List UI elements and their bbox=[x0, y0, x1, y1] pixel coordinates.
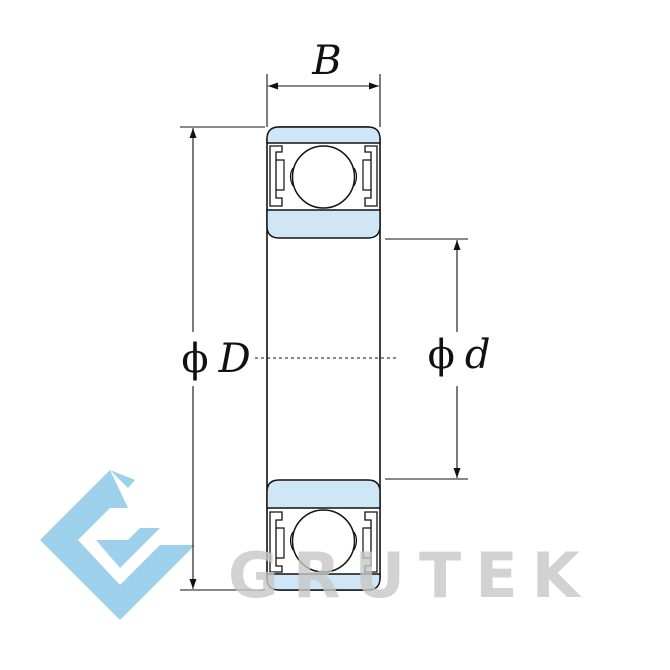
bottom-ball bbox=[291, 509, 356, 573]
inner-diameter-symbol: d bbox=[465, 332, 491, 378]
width-label: B bbox=[311, 38, 341, 84]
dimension-width bbox=[266, 74, 381, 127]
phi-symbol: ϕ bbox=[181, 336, 208, 382]
dimension-outer-diameter bbox=[180, 126, 265, 591]
grutek-watermark-text: GRUTEK bbox=[228, 539, 594, 612]
top-ball bbox=[291, 145, 356, 209]
bearing-top-section bbox=[266, 126, 381, 239]
grutek-logo bbox=[40, 470, 195, 620]
outer-diameter-symbol: D bbox=[218, 336, 251, 382]
bearing-bottom-section bbox=[266, 479, 381, 591]
phi-symbol: ϕ bbox=[428, 332, 455, 378]
dimension-inner-diameter bbox=[385, 238, 468, 480]
